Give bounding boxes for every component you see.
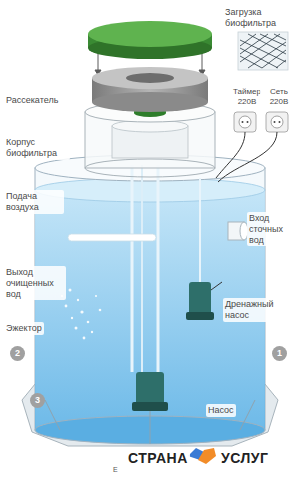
socket-icons [234, 112, 288, 132]
part-label: Корпус биофильтра [4, 136, 70, 160]
power-cable [216, 132, 245, 178]
air-bubbles [61, 289, 101, 340]
power-cable [218, 132, 277, 182]
watermark: СТРАНА [126, 450, 190, 466]
mesh-icon [238, 32, 288, 70]
filter-load-ring [92, 67, 208, 112]
callout-number: 3 [30, 393, 45, 408]
watermark: УСЛУГ [219, 450, 270, 466]
fragment-text: E [112, 466, 119, 473]
bottom-pump [132, 372, 168, 411]
callout-number: 1 [272, 346, 287, 361]
part-label: Выход очищенных вод [4, 266, 66, 300]
part-label: Вход сточных вод [247, 212, 299, 246]
part-label: Эжектор [4, 322, 44, 335]
part-label: Насос [206, 404, 236, 417]
ejector-tube [68, 234, 156, 241]
part-label: Подача воздуха [4, 190, 64, 214]
part-label: Рассекатель [4, 94, 60, 107]
drainage-pump [186, 282, 222, 320]
inlet-pipe [228, 222, 248, 240]
part-label: Дренажный насос [223, 298, 297, 322]
callout-number: 2 [10, 346, 25, 361]
green-lid [88, 21, 212, 59]
socket-label: Сеть 220В [260, 86, 298, 107]
part-label: Загрузка биофильтра [223, 6, 297, 30]
handshake-logo [188, 448, 216, 464]
